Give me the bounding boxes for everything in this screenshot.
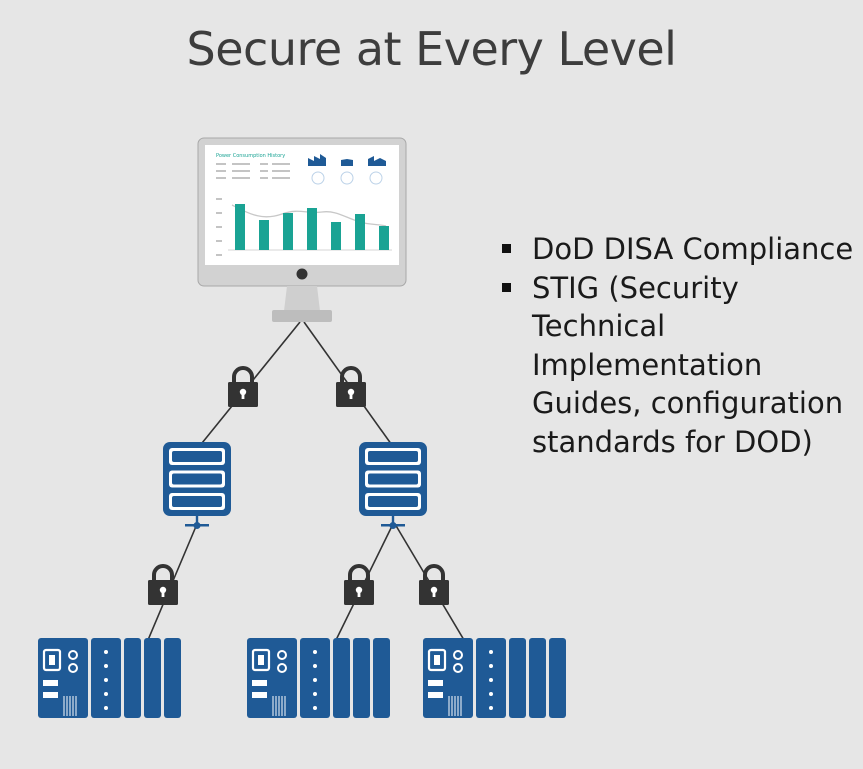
page-title: Secure at Every Level	[186, 22, 677, 76]
lock-icon	[342, 564, 376, 607]
monitor-bar	[307, 208, 317, 250]
bullet-square-icon	[502, 244, 511, 253]
bullet-item-disa: DoD DISA Compliance	[496, 230, 856, 269]
monitor-bar-chart	[235, 204, 389, 250]
bullet-item-stig: STIG (Security Technical Implementation …	[496, 269, 856, 462]
plc-rack-icon	[36, 636, 183, 720]
bullet-square-icon	[502, 282, 511, 292]
server-icon	[163, 442, 231, 529]
lock-icon	[417, 564, 451, 607]
plc-rack-icon	[421, 636, 568, 720]
bullet-text: DoD DISA Compliance	[532, 232, 854, 266]
lock-icon	[226, 366, 260, 409]
bullet-text: STIG (Security Technical Implementation …	[532, 270, 844, 459]
plc-rack-icon	[245, 636, 392, 720]
monitor-screen-header: Power Consumption History	[216, 153, 285, 159]
monitor-bar	[259, 220, 269, 250]
monitor-bar	[355, 214, 365, 250]
lock-icon	[334, 366, 368, 409]
monitor-bar	[379, 226, 389, 250]
monitor-bar	[283, 213, 293, 250]
monitor-icon: Power Consumption History	[197, 137, 407, 322]
lock-icon	[146, 564, 180, 607]
bullet-list: DoD DISA Compliance STIG (Security Techn…	[496, 230, 856, 461]
monitor-bar	[331, 222, 341, 250]
server-icon	[359, 442, 427, 529]
monitor-bar	[235, 204, 245, 250]
